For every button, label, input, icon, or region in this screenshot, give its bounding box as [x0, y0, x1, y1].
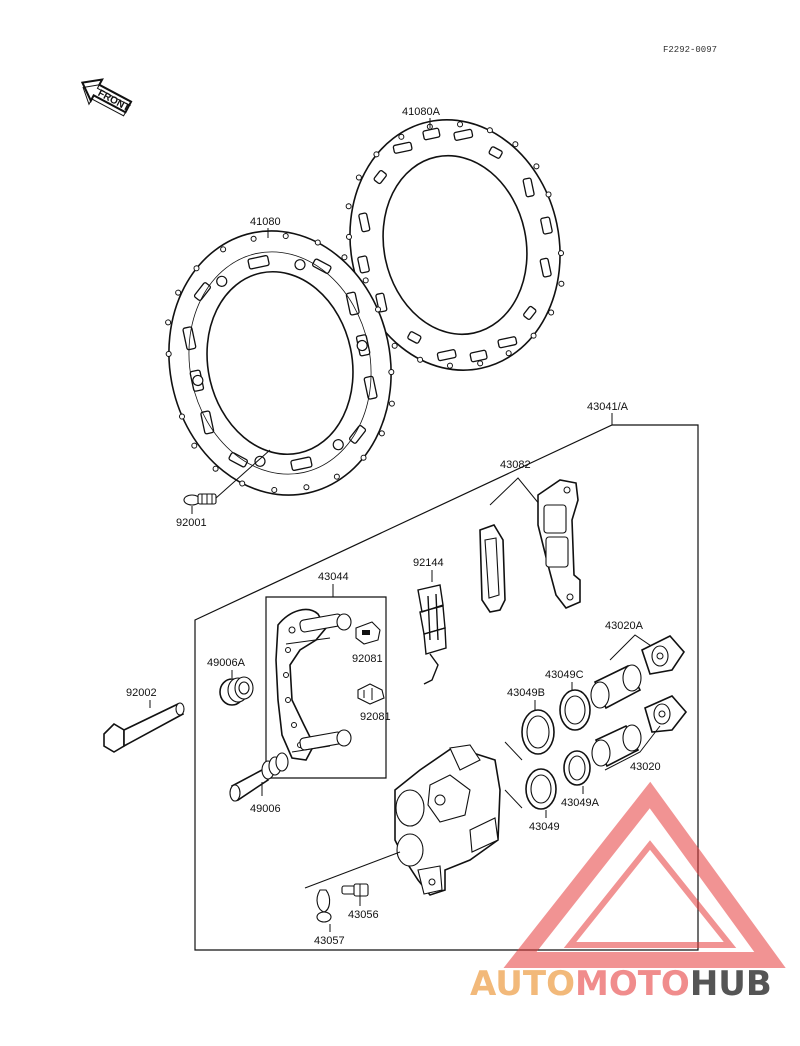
- piston-43020a: [590, 664, 642, 710]
- label-49006: 49006: [250, 803, 281, 815]
- seal-43049: [525, 768, 557, 810]
- label-92144: 92144: [413, 557, 444, 569]
- label-43082: 43082: [500, 459, 531, 471]
- label-43056: 43056: [348, 909, 379, 921]
- bleeder-43056: [341, 883, 369, 897]
- label-49006a: 49006A: [207, 657, 246, 669]
- watermark-part-2: MOTO: [575, 964, 690, 1004]
- label-43044: 43044: [318, 571, 349, 583]
- label-43049a: 43049A: [561, 797, 600, 809]
- label-43020: 43020: [630, 761, 661, 773]
- boot-49006a: [219, 676, 254, 706]
- clip-92081-b: [357, 683, 385, 705]
- pad-spring-92144: [417, 584, 447, 685]
- piston-43020: [591, 724, 642, 768]
- piston-cap-upper: [641, 635, 686, 675]
- label-92001: 92001: [176, 517, 207, 529]
- brake-disc-41080: [165, 230, 395, 496]
- diagram-code: F2292-0097: [663, 45, 717, 55]
- piston-cap-lower: [644, 695, 688, 733]
- label-43049b: 43049B: [507, 687, 545, 699]
- brake-pad-right: [537, 479, 581, 609]
- disc-bolt-92001: [183, 493, 217, 506]
- caliper-body: [394, 744, 501, 896]
- watermark-part-3: HUB: [690, 964, 772, 1004]
- caliper-assembly-frame: [194, 424, 699, 951]
- label-92002: 92002: [126, 687, 157, 699]
- watermark-part-1: AUTO: [470, 964, 575, 1004]
- label-43049c: 43049C: [545, 669, 584, 681]
- front-arrow-icon: FRONT: [80, 78, 133, 117]
- label-92081-b: 92081: [360, 711, 391, 723]
- label-43057: 43057: [314, 935, 345, 947]
- label-41080: 41080: [250, 216, 281, 228]
- label-92081-a: 92081: [352, 653, 383, 665]
- label-43049: 43049: [529, 821, 560, 833]
- pin-49006: [229, 752, 289, 802]
- watermark-text: AUTOMOTOHUB: [470, 964, 772, 1004]
- bleeder-cap-43057: [316, 889, 332, 923]
- brake-pad-left: [479, 524, 506, 613]
- label-43020a: 43020A: [605, 620, 644, 632]
- brake-disc-41080a: [345, 119, 565, 371]
- seal-43049a: [563, 750, 591, 786]
- clip-92081-a: [355, 621, 381, 645]
- watermark-logo-icon: [503, 781, 786, 968]
- label-41080a: 41080A: [402, 106, 441, 118]
- seal-43049c: [559, 689, 591, 731]
- bracket-frame: [265, 596, 387, 779]
- seal-43049b: [521, 709, 555, 755]
- bolt-92002: [103, 702, 185, 753]
- label-43041a: 43041/A: [587, 401, 629, 413]
- caliper-bracket-43044: [275, 608, 352, 761]
